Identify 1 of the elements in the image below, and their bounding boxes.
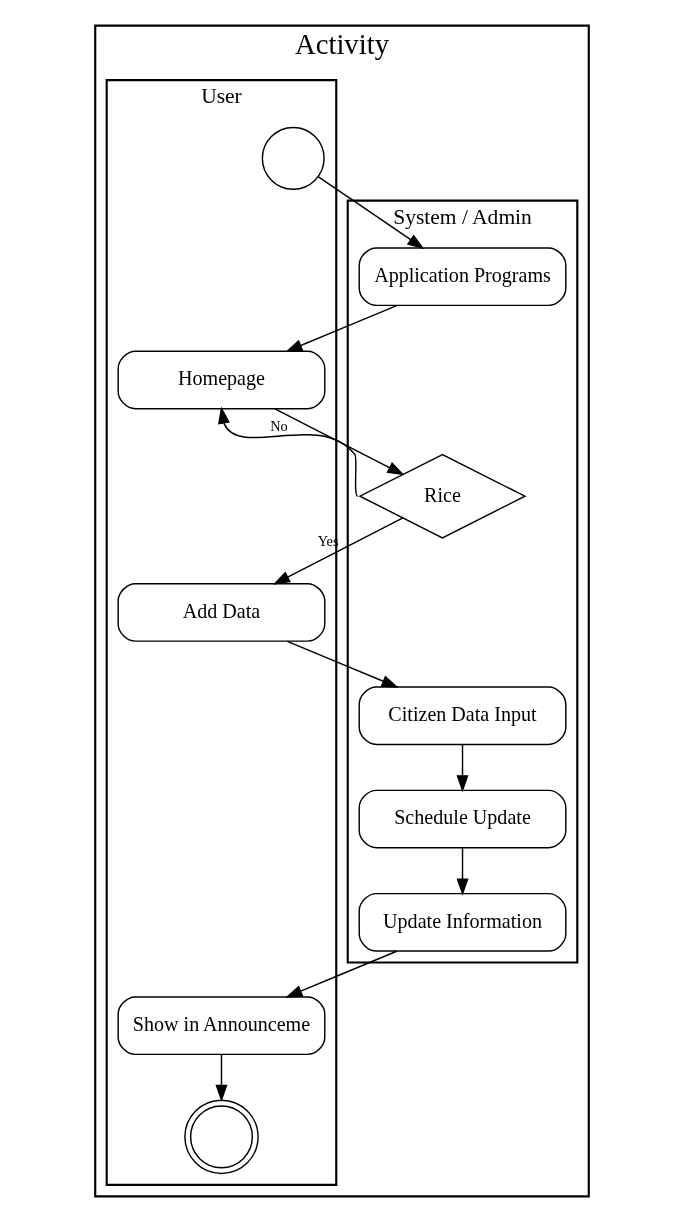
edge-label: No <box>269 417 288 434</box>
